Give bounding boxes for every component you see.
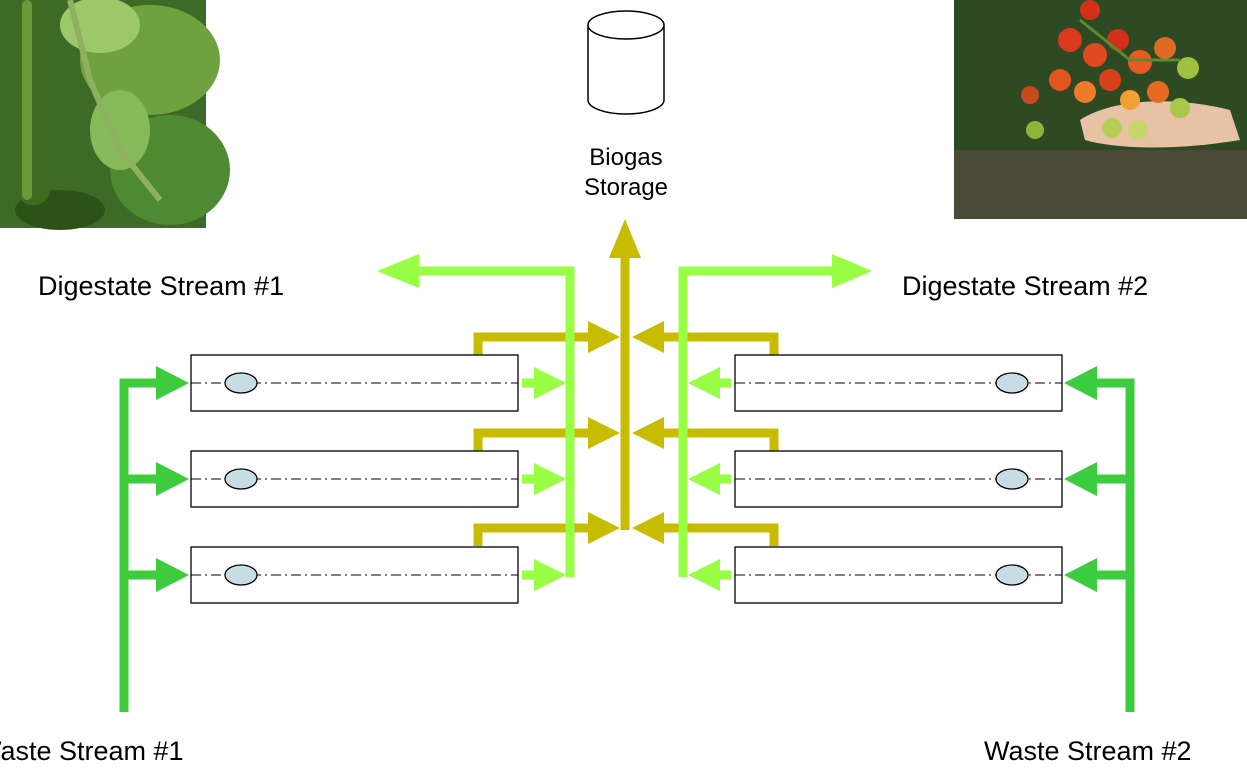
- digestate-outflow-network: [377, 254, 872, 591]
- digester-left-3: [190, 546, 519, 604]
- digestate-stream-1-label: Digestate Stream #1: [38, 271, 284, 301]
- digestate-stream-2-label: Digestate Stream #2: [902, 271, 1148, 301]
- waste-feed-network: [119, 366, 1135, 712]
- biogas-storage-label-line1: Biogas: [589, 144, 662, 171]
- digester-right-3: [734, 546, 1063, 604]
- biogas-collection-network: [473, 219, 779, 546]
- cucumber-plant-photo: [0, 0, 230, 230]
- digester-left-1: [190, 354, 519, 412]
- digester-left-2: [190, 450, 519, 508]
- digester-right-2: [734, 450, 1063, 508]
- biogas-storage-tank-icon: [587, 10, 665, 115]
- waste-stream-2-label: Waste Stream #2: [984, 736, 1192, 766]
- biogas-storage-label-line2: Storage: [584, 174, 668, 201]
- digester-right-1: [734, 354, 1063, 412]
- tomato-cluster-photo: [954, 0, 1247, 219]
- waste-stream-1-label: Waste Stream #1: [0, 736, 184, 766]
